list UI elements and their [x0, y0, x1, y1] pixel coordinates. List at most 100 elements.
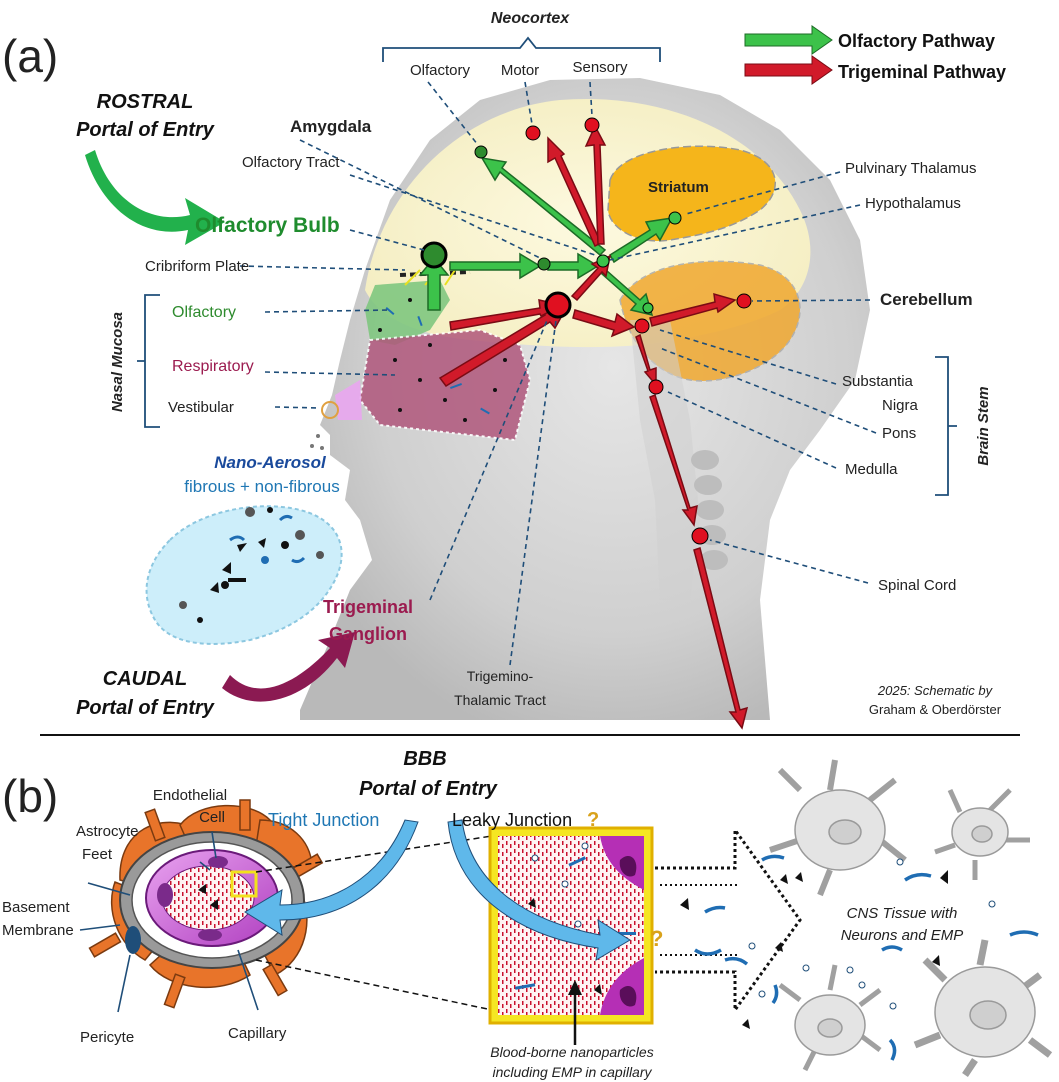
- trigeminal-pathway-arrows: [438, 124, 749, 730]
- red-arrow-to-pons: [635, 333, 657, 388]
- amygdala-label: Amygdala: [290, 117, 372, 136]
- pericyte-label: Pericyte: [80, 1029, 134, 1046]
- panel-a-text: (a) Neocortex Olfactory Motor Sensory Ol…: [2, 10, 1006, 719]
- panel-b-label: (b): [2, 770, 58, 822]
- legend-olfactory-arrow: [744, 25, 833, 55]
- leaky-junction-question: ?: [587, 809, 599, 831]
- mucosa-vestibular-label: Vestibular: [168, 399, 234, 416]
- olfactory-pathway-arrows: [418, 156, 674, 317]
- nano-aerosol-cloud: [145, 505, 343, 645]
- neocortex-motor-label: Motor: [501, 62, 539, 79]
- caudal-label-line1: CAUDAL: [103, 668, 187, 690]
- cerebellum-label: Cerebellum: [880, 290, 973, 309]
- leader-lines: [239, 81, 877, 666]
- green-arrow-bulb-tract: [449, 252, 542, 280]
- endothelial-label-line2: Cell: [199, 809, 225, 826]
- nasal-mucosa-label: Nasal Mucosa: [109, 312, 126, 412]
- credit-line1: 2025: Schematic by: [877, 683, 994, 698]
- cns-label-line1: CNS Tissue with: [847, 905, 958, 922]
- red-arrow-to-spinal: [649, 394, 698, 527]
- olfactory-bulb-node: [420, 241, 448, 269]
- mucosa-respiratory-label: Respiratory: [172, 358, 254, 375]
- brain-stem-brace: [935, 356, 957, 496]
- astrocyte-label-line1: Astrocyte: [76, 823, 139, 840]
- mucosa-olfactory-label: Olfactory: [172, 304, 236, 321]
- tight-junction-arrow: [244, 819, 419, 936]
- green-arrow-to-olfactory-cortex: [480, 156, 607, 257]
- leaky-junction-label: Leaky Junction: [452, 810, 572, 830]
- junction-highlight-box: [230, 870, 258, 898]
- red-arrow-to-substantia: [572, 309, 636, 338]
- spine: [691, 450, 728, 570]
- olfactory-bulb-label: Olfactory Bulb: [195, 214, 340, 237]
- pons-label: Pons: [882, 425, 916, 442]
- leaky-junction-arrow: [447, 819, 631, 961]
- blood-borne-label-line1: Blood-borne nanoparticles: [490, 1044, 653, 1060]
- cribriform-plate-label: Cribriform Plate: [145, 258, 249, 275]
- neurons: [769, 759, 1053, 1077]
- substantia-label-line2: Nigra: [882, 397, 919, 414]
- rostral-label-line1: ROSTRAL: [97, 91, 194, 113]
- cns-particles: [680, 854, 1039, 1061]
- medulla-label: Medulla: [845, 461, 898, 478]
- basement-label-line1: Basement: [2, 899, 70, 916]
- bbb-label-line2: Portal of Entry: [359, 778, 498, 800]
- red-arrow-to-sensory: [584, 124, 607, 245]
- legend-trigeminal-label: Trigeminal Pathway: [838, 62, 1006, 82]
- trigemino-thalamic-label-line1: Trigemino-: [467, 668, 534, 684]
- fibrous-label: fibrous + non-fibrous: [184, 477, 339, 496]
- pericyte-cell: [125, 926, 141, 954]
- brain-stem-label: Brain Stem: [975, 386, 992, 465]
- green-arrow-tract-hub: [547, 252, 600, 280]
- substantia-label-line1: Substantia: [842, 373, 914, 390]
- striatum-label: Striatum: [648, 179, 709, 196]
- rostral-portal-arrow: [85, 150, 225, 245]
- neuron-1: [769, 759, 907, 897]
- capillary-label: Capillary: [228, 1025, 287, 1042]
- dotted-arrow-inner: [660, 884, 740, 956]
- junction-question: ?: [650, 926, 663, 951]
- caudal-portal-arrow: [222, 632, 355, 702]
- trigemino-thalamic-label-line2: Thalamic Tract: [454, 692, 546, 708]
- bbb-label-line1: BBB: [403, 748, 446, 770]
- olfactory-tract-label: Olfactory Tract: [242, 154, 340, 171]
- panel-b-text: (b) BBB Portal of Entry Endothelial Cell…: [2, 748, 963, 1080]
- endothelial-label-line1: Endothelial: [153, 787, 227, 804]
- credit-line2: Graham & Oberdörster: [869, 702, 1002, 717]
- big-dotted-arrow: [655, 825, 802, 1015]
- neocortex-label: Neocortex: [491, 10, 570, 27]
- nano-aerosol-label: Nano-Aerosol: [214, 453, 327, 472]
- neocortex-olfactory-label: Olfactory: [410, 62, 471, 79]
- trigeminal-node: [544, 291, 572, 319]
- neuron-2: [934, 788, 1030, 880]
- vestibular-region: [335, 380, 362, 420]
- zoom-lines: [255, 835, 493, 1011]
- zoomed-junction: [488, 826, 654, 1025]
- panel-b-leaders: [79, 831, 259, 1013]
- basement-label-line2: Membrane: [2, 922, 74, 939]
- legend-olfactory-label: Olfactory Pathway: [838, 31, 995, 51]
- blood-arrow-head: [568, 980, 582, 995]
- legend: [744, 25, 833, 85]
- tight-junction-label: Tight Junction: [268, 810, 379, 830]
- rostral-label-line2: Portal of Entry: [76, 119, 215, 141]
- blood-borne-label-line2: including EMP in capillary: [493, 1064, 653, 1080]
- neocortex-sensory-label: Sensory: [572, 59, 628, 76]
- pulvinary-thalamus-label: Pulvinary Thalamus: [845, 160, 976, 177]
- capillary-cross-section: [88, 799, 324, 1009]
- trigeminal-ganglion-label-line1: Trigeminal: [323, 597, 413, 617]
- legend-trigeminal-arrow: [744, 55, 833, 85]
- caudal-label-line2: Portal of Entry: [76, 697, 215, 719]
- neuron-4: [913, 939, 1053, 1077]
- neocortex-brace: [382, 36, 661, 62]
- panel-a-label: (a): [2, 30, 58, 82]
- braces: [137, 36, 957, 496]
- neuron-3: [778, 964, 882, 1072]
- red-arrow-to-cerebellum: [649, 292, 737, 327]
- cns-label-line2: Neurons and EMP: [841, 927, 964, 944]
- trigeminal-ganglion-label-line2: Ganglion: [329, 624, 407, 644]
- nasal-mucosa-brace: [137, 294, 160, 428]
- green-arrow-to-substantia: [600, 268, 654, 317]
